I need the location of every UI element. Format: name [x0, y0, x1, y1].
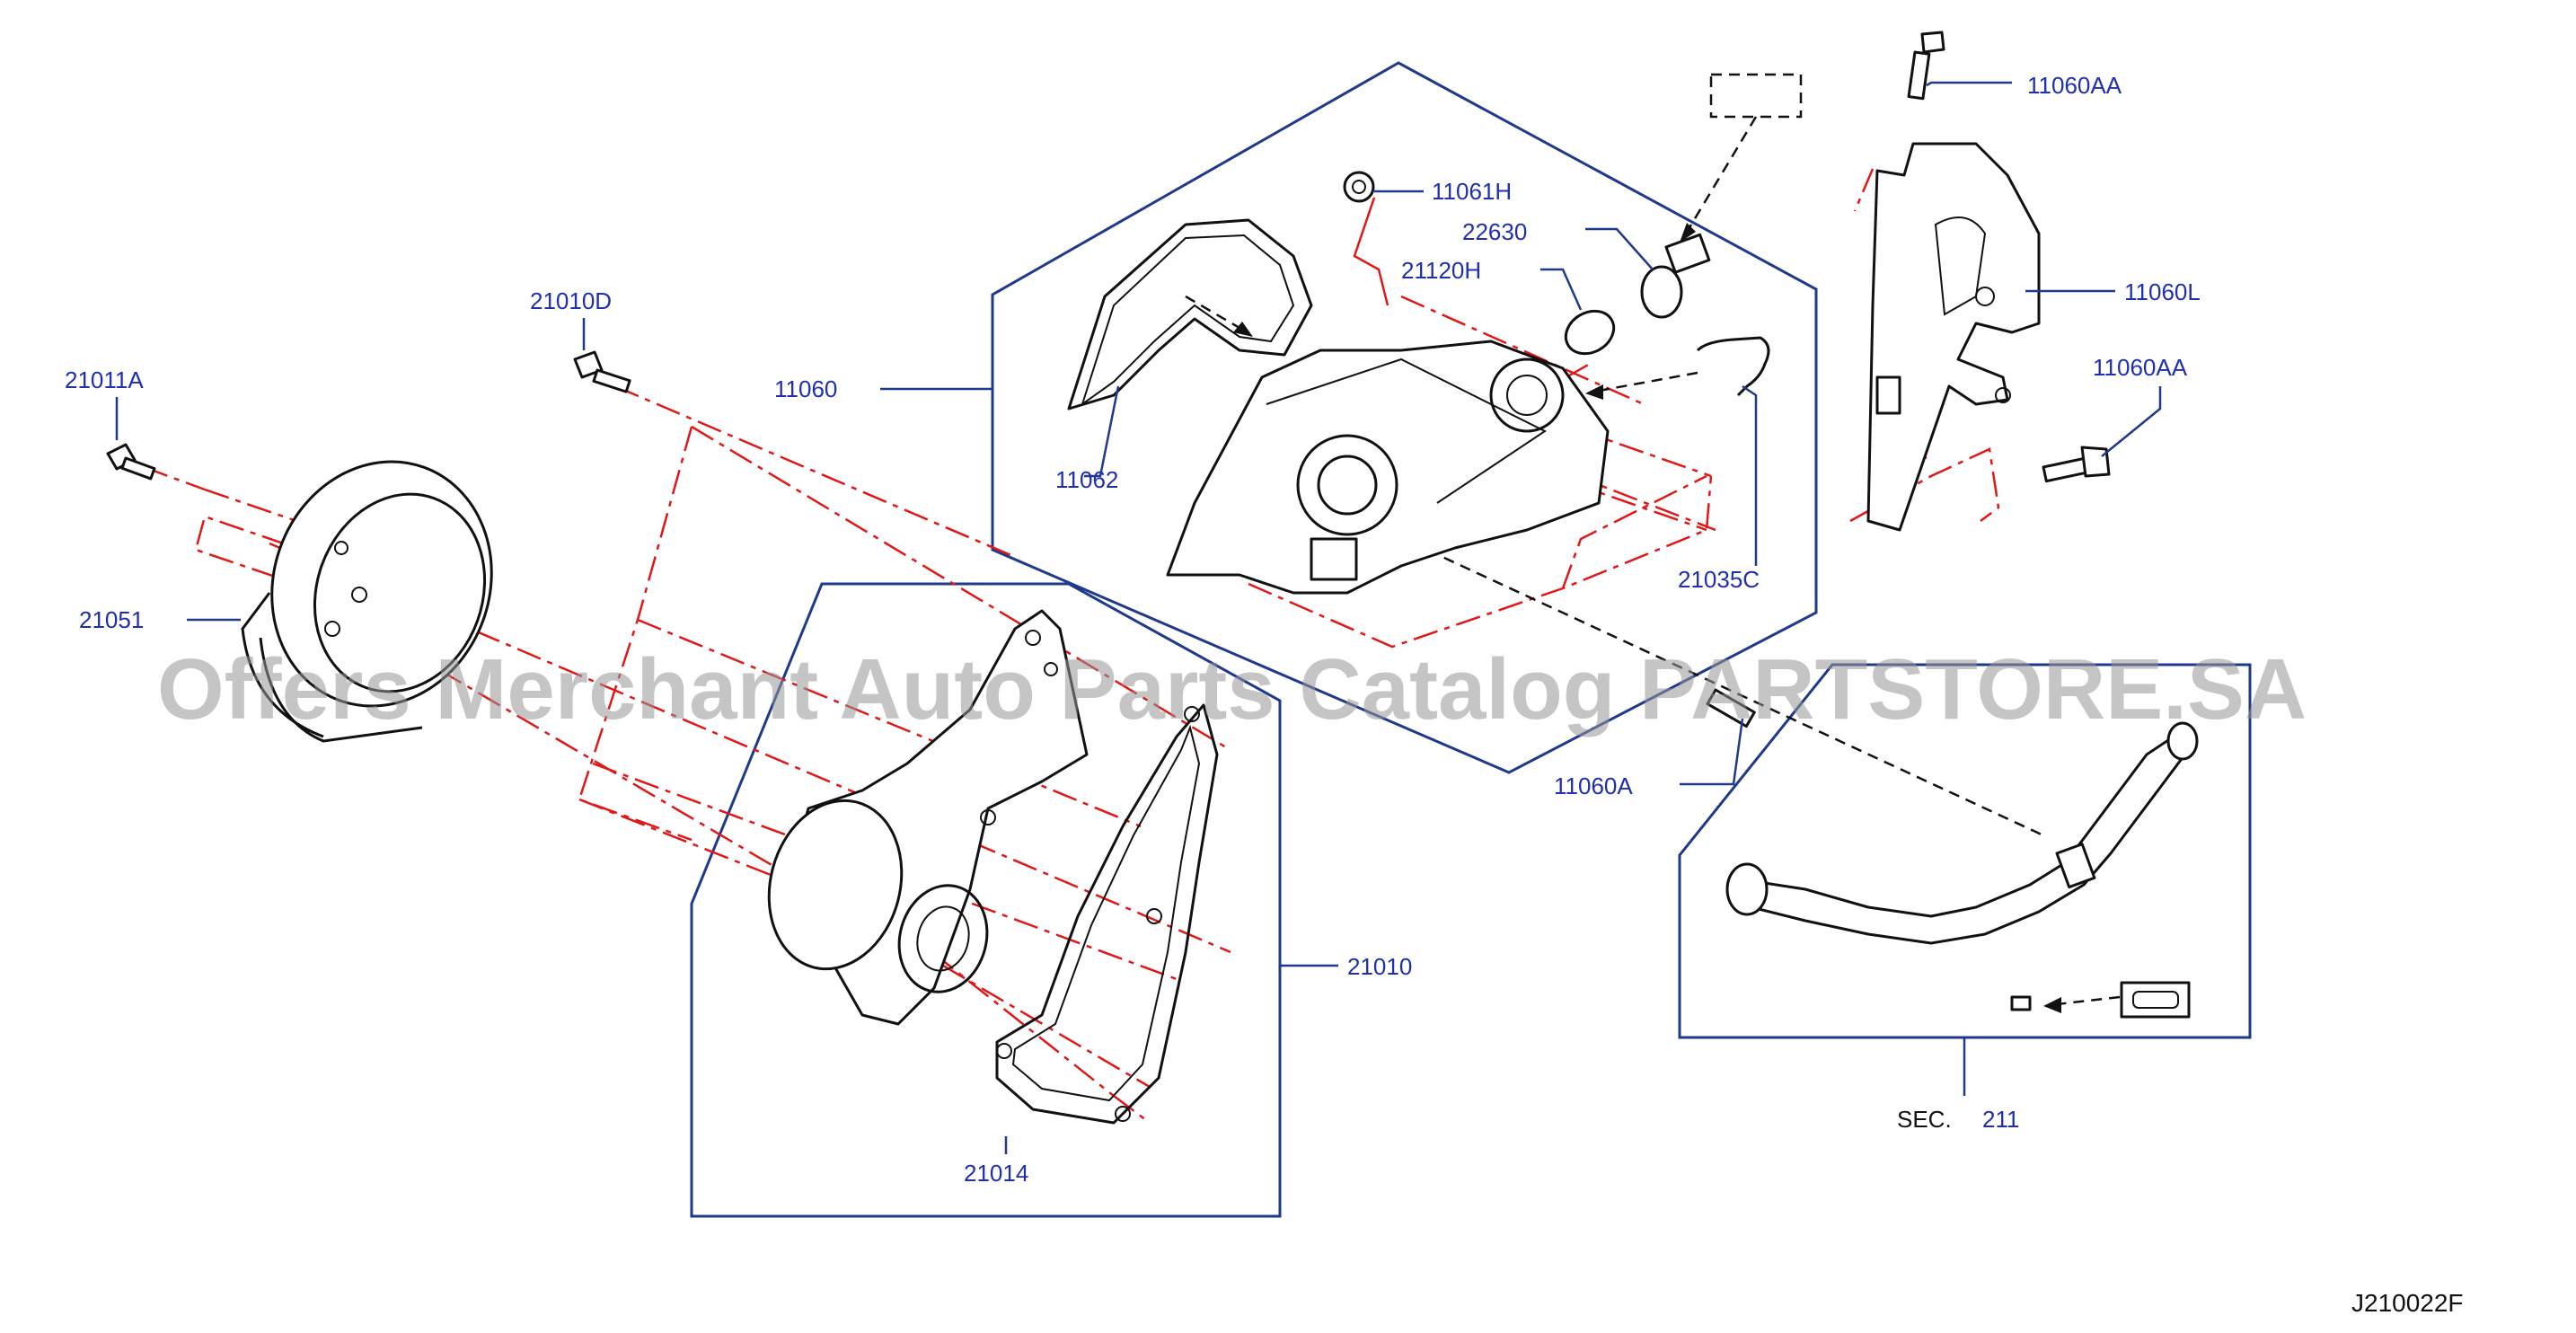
label-sec-prefix: SEC.: [1897, 1106, 1952, 1133]
frame-sec-211-group: [1678, 663, 2252, 1039]
label-21120H[interactable]: 21120H: [1401, 257, 1481, 284]
sensor-22630: [1640, 233, 1711, 319]
gasket-21014: [995, 703, 1219, 1125]
label-11060AA-mid[interactable]: 11060AA: [2093, 354, 2188, 381]
bolt-11060AA-top: [1907, 31, 1945, 101]
label-21035C[interactable]: 21035C: [1678, 566, 1760, 593]
label-11060AA-top[interactable]: 11060AA: [2027, 72, 2122, 99]
label-21051[interactable]: 21051: [79, 606, 144, 633]
thermostat-housing-11060: [1166, 340, 1610, 595]
leader-lines: [115, 81, 2162, 1154]
label-sec-211[interactable]: 211: [1982, 1106, 2019, 1133]
gasket-symbol: [2120, 981, 2191, 1019]
pulley-21051: [241, 460, 493, 743]
clip-21035C: [1696, 336, 1770, 397]
bracket-11060L: [1866, 142, 2041, 532]
label-22630[interactable]: 22630: [1462, 218, 1527, 245]
water-hose-sec-211: [1725, 721, 2199, 1011]
bolt-11060AA-mid: [2042, 446, 2111, 483]
label-11060L[interactable]: 11060L: [2124, 278, 2201, 305]
label-21014[interactable]: 21014: [964, 1160, 1028, 1187]
label-11060[interactable]: 11060: [774, 375, 837, 402]
reference-box: [1709, 73, 1803, 119]
bolt-21010D: [573, 350, 631, 393]
watermark-text: Offers Merchant Auto Parts Catalog PARTS…: [157, 641, 2307, 737]
frame-thermostat-housing-group: [991, 61, 1818, 774]
bolt-21011A: [106, 443, 156, 481]
cap-11061H: [1343, 171, 1375, 203]
label-11062[interactable]: 11062: [1055, 466, 1118, 493]
bolt-11060A: [1706, 688, 1756, 728]
frame-water-pump-group: [690, 582, 1282, 1218]
diagram-code: J210022F: [2351, 1289, 2464, 1317]
gasket-11062: [1067, 218, 1313, 410]
water-pump-21010: [767, 609, 1089, 1026]
label-11061H[interactable]: 11061H: [1432, 178, 1512, 205]
label-11060A[interactable]: 11060A: [1554, 772, 1633, 799]
label-21010D[interactable]: 21010D: [530, 287, 612, 314]
label-21010[interactable]: 21010: [1347, 953, 1412, 980]
label-21011A[interactable]: 21011A: [65, 366, 144, 393]
o-ring-21120H: [1564, 309, 1616, 356]
